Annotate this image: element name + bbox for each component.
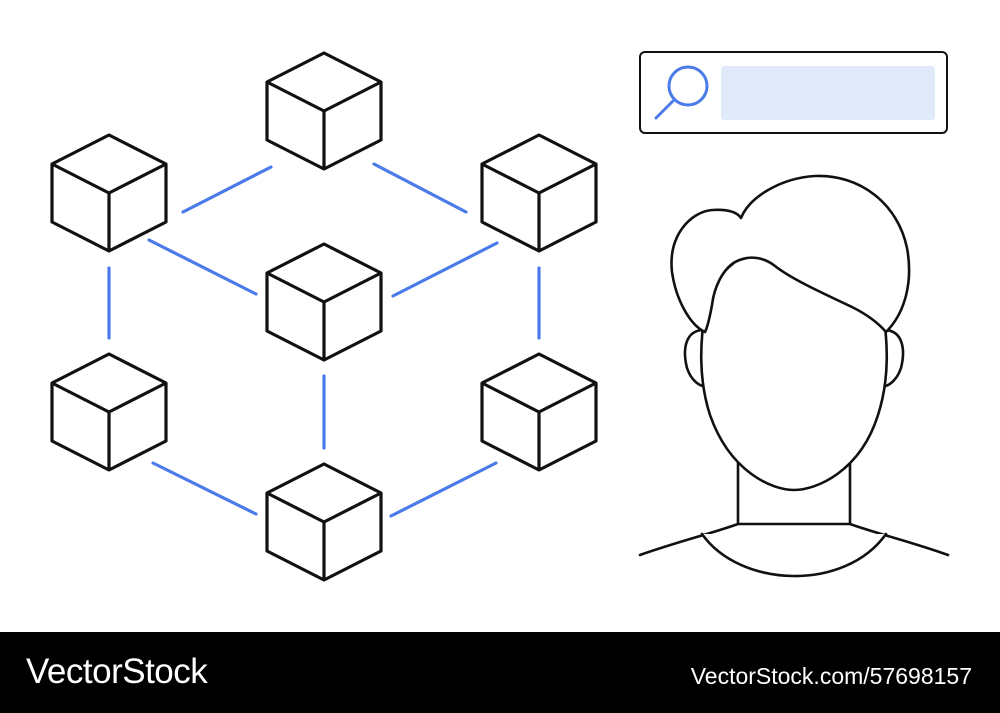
brand-logo: VectorStock bbox=[26, 652, 208, 691]
stock-id: VectorStock.com/57698157 bbox=[690, 663, 972, 689]
search-input[interactable] bbox=[721, 66, 935, 120]
collar bbox=[700, 532, 888, 578]
cube-icon bbox=[265, 242, 383, 362]
cube-icon bbox=[265, 51, 383, 171]
link-right-center bbox=[391, 241, 499, 298]
neck bbox=[736, 453, 852, 526]
footer-bar: VectorStock VectorStock.com/57698157 bbox=[0, 632, 1000, 713]
network-links bbox=[107, 162, 541, 518]
cube-icon bbox=[480, 352, 598, 472]
illustration bbox=[50, 51, 950, 582]
magnifier-icon[interactable] bbox=[654, 65, 709, 120]
cube-icon bbox=[50, 352, 168, 472]
link-top-right bbox=[372, 162, 468, 214]
hair bbox=[670, 174, 911, 334]
cube-icon bbox=[480, 133, 598, 253]
cube-icon bbox=[50, 133, 168, 253]
cube-icon bbox=[265, 462, 383, 582]
link-left-center bbox=[147, 238, 258, 296]
search-bar[interactable] bbox=[639, 51, 948, 134]
link-bottom-left bbox=[151, 461, 258, 516]
network-cubes bbox=[50, 51, 598, 582]
link-top-left bbox=[181, 165, 273, 214]
person-head-icon bbox=[638, 174, 950, 578]
link-bottom-right bbox=[389, 461, 498, 518]
